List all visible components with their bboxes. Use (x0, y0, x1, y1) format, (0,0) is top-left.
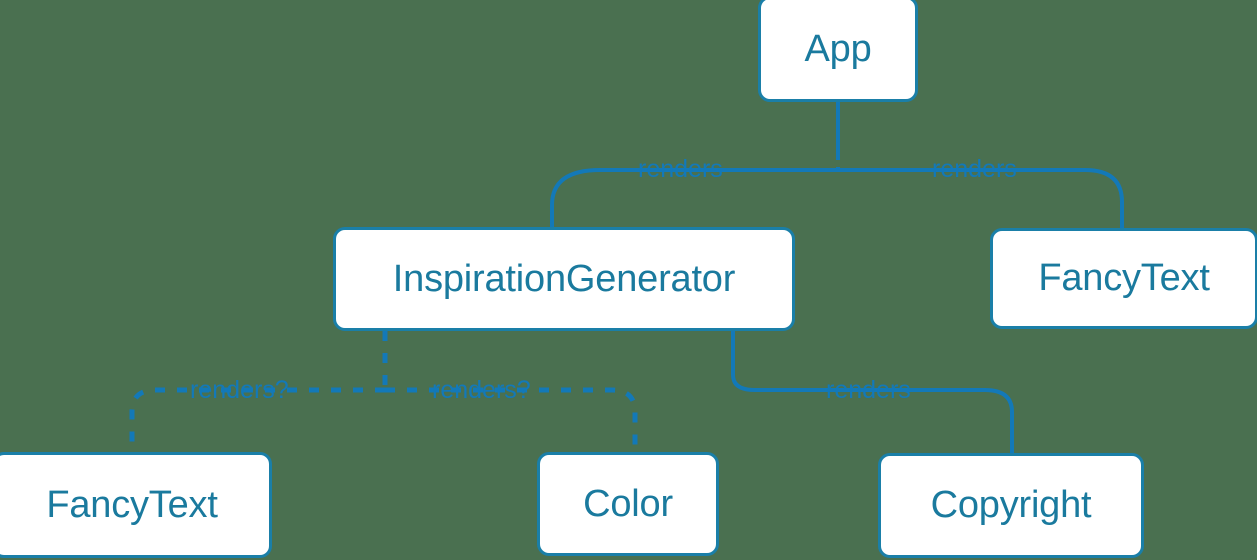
node-fancytext-left[interactable]: FancyText (0, 452, 272, 558)
node-inspiration-generator[interactable]: InspirationGenerator (333, 227, 795, 331)
node-app-label: App (804, 27, 872, 70)
edge-inspiration-to-fancytext-left (129, 387, 385, 452)
node-copyright[interactable]: Copyright (878, 453, 1144, 558)
node-color[interactable]: Color (537, 452, 719, 556)
node-app[interactable]: App (758, 0, 918, 102)
edge-inspiration-to-color (385, 387, 638, 452)
edge-label-inspiration-to-fancytext-left: renders? (190, 376, 289, 404)
node-fancytext-left-label: FancyText (46, 483, 218, 526)
edge-inspiration-to-copyright (731, 331, 1014, 453)
edge-app-to-fancytext-right (836, 167, 1124, 228)
node-copyright-label: Copyright (930, 484, 1092, 526)
node-fancytext-right-label: FancyText (1038, 257, 1210, 299)
edge-label-app-to-inspiration: renders (638, 155, 723, 183)
edge-label-inspiration-to-color: renders? (432, 376, 531, 404)
edge-label-app-to-fancytext-right: renders (932, 155, 1017, 183)
node-inspiration-generator-label: InspirationGenerator (392, 257, 736, 300)
edge-label-inspiration-to-copyright: renders (826, 376, 911, 404)
node-fancytext-right[interactable]: FancyText (990, 228, 1257, 329)
node-color-label: Color (583, 482, 673, 525)
edge-app-to-inspiration (550, 167, 840, 227)
